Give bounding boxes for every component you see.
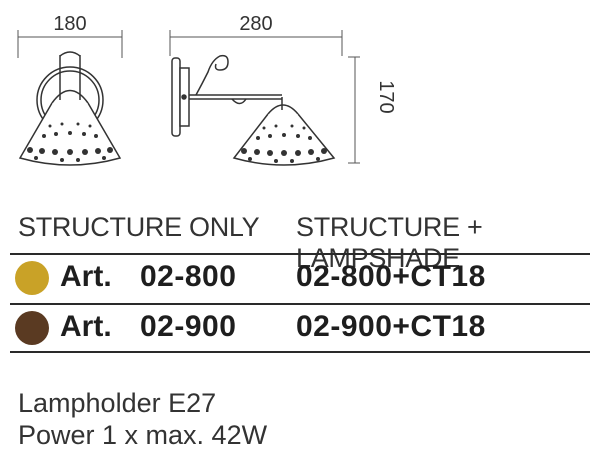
spec-lampholder: Lampholder E27 bbox=[18, 388, 217, 418]
front-view-pattern bbox=[27, 122, 113, 162]
front-width-dimension bbox=[17, 30, 123, 58]
separator-top bbox=[10, 253, 590, 255]
front-width-label: 180 bbox=[53, 13, 86, 35]
separator-bottom bbox=[10, 351, 590, 353]
swatch-brown bbox=[15, 311, 49, 345]
art-label: Art. bbox=[60, 310, 112, 343]
side-height-label: 170 bbox=[375, 80, 397, 113]
side-width-dimension bbox=[169, 30, 343, 56]
front-view-lamp bbox=[18, 51, 122, 166]
article-code: 02-900 bbox=[140, 310, 237, 343]
technical-drawing: 180 280 170 bbox=[17, 13, 397, 166]
spec-power: Power 1 x max. 42W bbox=[18, 420, 268, 450]
article-code: 02-800 bbox=[140, 260, 237, 293]
side-width-label: 280 bbox=[239, 13, 272, 35]
header-structure-only: STRUCTURE ONLY bbox=[18, 212, 260, 242]
swatch-gold bbox=[15, 261, 49, 295]
side-height-dimension bbox=[348, 56, 360, 164]
side-view-lamp bbox=[171, 54, 336, 166]
art-label: Art. bbox=[60, 260, 112, 293]
side-view-pattern bbox=[241, 124, 327, 163]
header-structure-lampshade: STRUCTURE + LAMPSHADE bbox=[296, 212, 483, 273]
article-code-with-shade: 02-900+CT18 bbox=[296, 310, 486, 343]
separator-middle bbox=[10, 303, 590, 305]
article-code-with-shade: 02-800+CT18 bbox=[296, 260, 486, 293]
